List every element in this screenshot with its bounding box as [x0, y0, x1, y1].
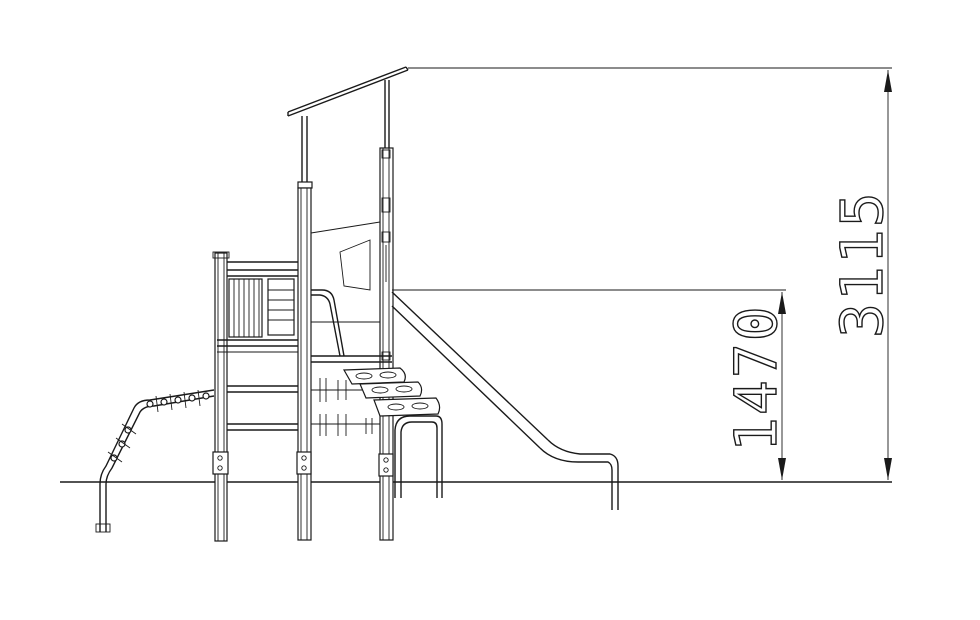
- wall-panel: [310, 221, 381, 323]
- post-left: [212, 251, 230, 542]
- stepping-decks: [342, 367, 443, 498]
- grill-panel: [217, 261, 298, 353]
- ladder-rungs: [227, 385, 298, 431]
- climbing-holds: [311, 378, 380, 436]
- tower-post-left: [296, 116, 313, 541]
- dimension-platform-label: 1470: [722, 304, 790, 452]
- roof: [287, 66, 409, 117]
- dimension-overall: [408, 67, 892, 480]
- handrail: [311, 289, 345, 357]
- dimension-platform: [392, 289, 786, 480]
- tower-post-right: [378, 80, 394, 541]
- slide: [391, 291, 619, 510]
- dimension-overall-label: 3115: [828, 190, 896, 338]
- climbing-chain: [95, 389, 215, 533]
- platform-deck: [311, 355, 392, 363]
